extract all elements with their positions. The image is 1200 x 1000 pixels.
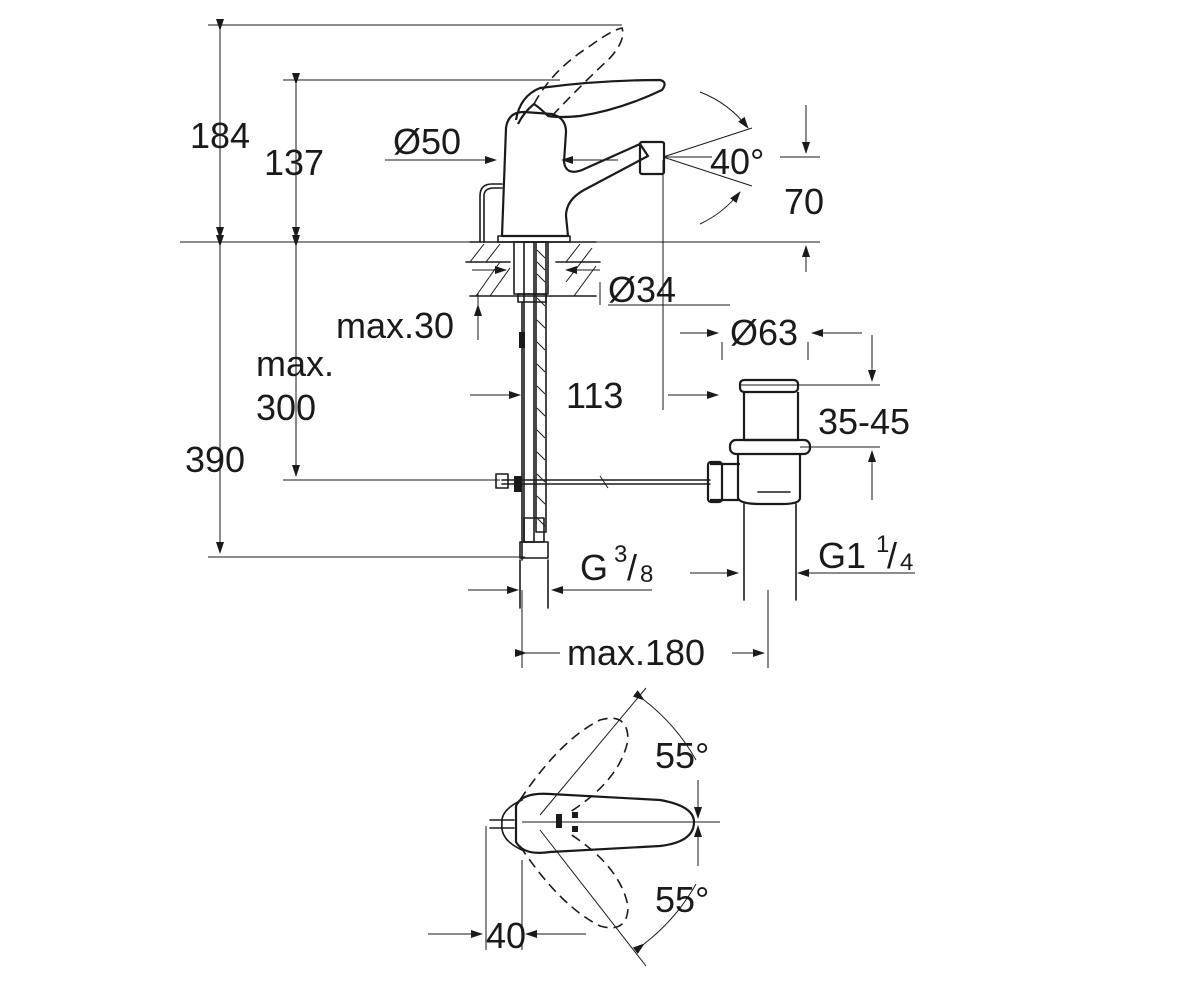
vertical-dimension-lines	[216, 19, 876, 554]
spout-height-label: 137	[264, 142, 324, 183]
mounting-deck	[465, 241, 601, 297]
spray-angle-label: 40°	[710, 141, 764, 182]
lever-raised-position	[533, 27, 624, 119]
supply-thread-numerator: 3	[614, 541, 627, 568]
horizontal-dimension-lines	[385, 156, 915, 657]
max-offset-label: max.180	[567, 632, 705, 673]
supply-thread-slash: /	[627, 547, 637, 588]
waste-thread-slash: /	[887, 535, 897, 576]
pop-up-rod	[495, 473, 711, 492]
supply-thread-main: G	[580, 547, 608, 588]
hole-diameter-label: Ø34	[608, 269, 676, 310]
waste-thread-numerator: 1	[876, 531, 889, 558]
side-view-labels: 184 137 Ø50 40° 70 Ø34 max.30 max. 300 1…	[185, 115, 913, 673]
lever-offset-label: 40	[486, 915, 526, 956]
hose-length-label-line2: 300	[256, 387, 316, 428]
deck-thickness-label: max.30	[336, 305, 454, 346]
waste-thread-denominator: 4	[900, 549, 913, 576]
aerator-height-label: 70	[784, 181, 824, 222]
overall-height-label: 184	[190, 115, 250, 156]
body-diameter-label: Ø50	[393, 121, 461, 162]
plan-view: 55° 55° 40	[428, 687, 720, 967]
supply-hoses	[513, 241, 549, 609]
lever-rotation-lower-label: 55°	[655, 879, 709, 920]
below-deck-label: 390	[185, 439, 245, 480]
spray-angle-lines	[662, 91, 753, 225]
waste-range-label: 35-45	[818, 401, 910, 442]
supply-thread-denominator: 8	[640, 561, 653, 588]
waste-assembly	[706, 378, 812, 601]
lever-rotation-upper-label: 55°	[655, 735, 709, 776]
faucet-body	[479, 78, 666, 243]
waste-diameter-label: Ø63	[730, 312, 798, 353]
hose-length-label-line1: max.	[256, 343, 334, 384]
side-elevation-view: 184 137 Ø50 40° 70 Ø34 max.30 max. 300 1…	[180, 19, 915, 673]
waste-thread-main: G1	[818, 535, 866, 576]
spout-projection-label: 113	[566, 375, 623, 416]
